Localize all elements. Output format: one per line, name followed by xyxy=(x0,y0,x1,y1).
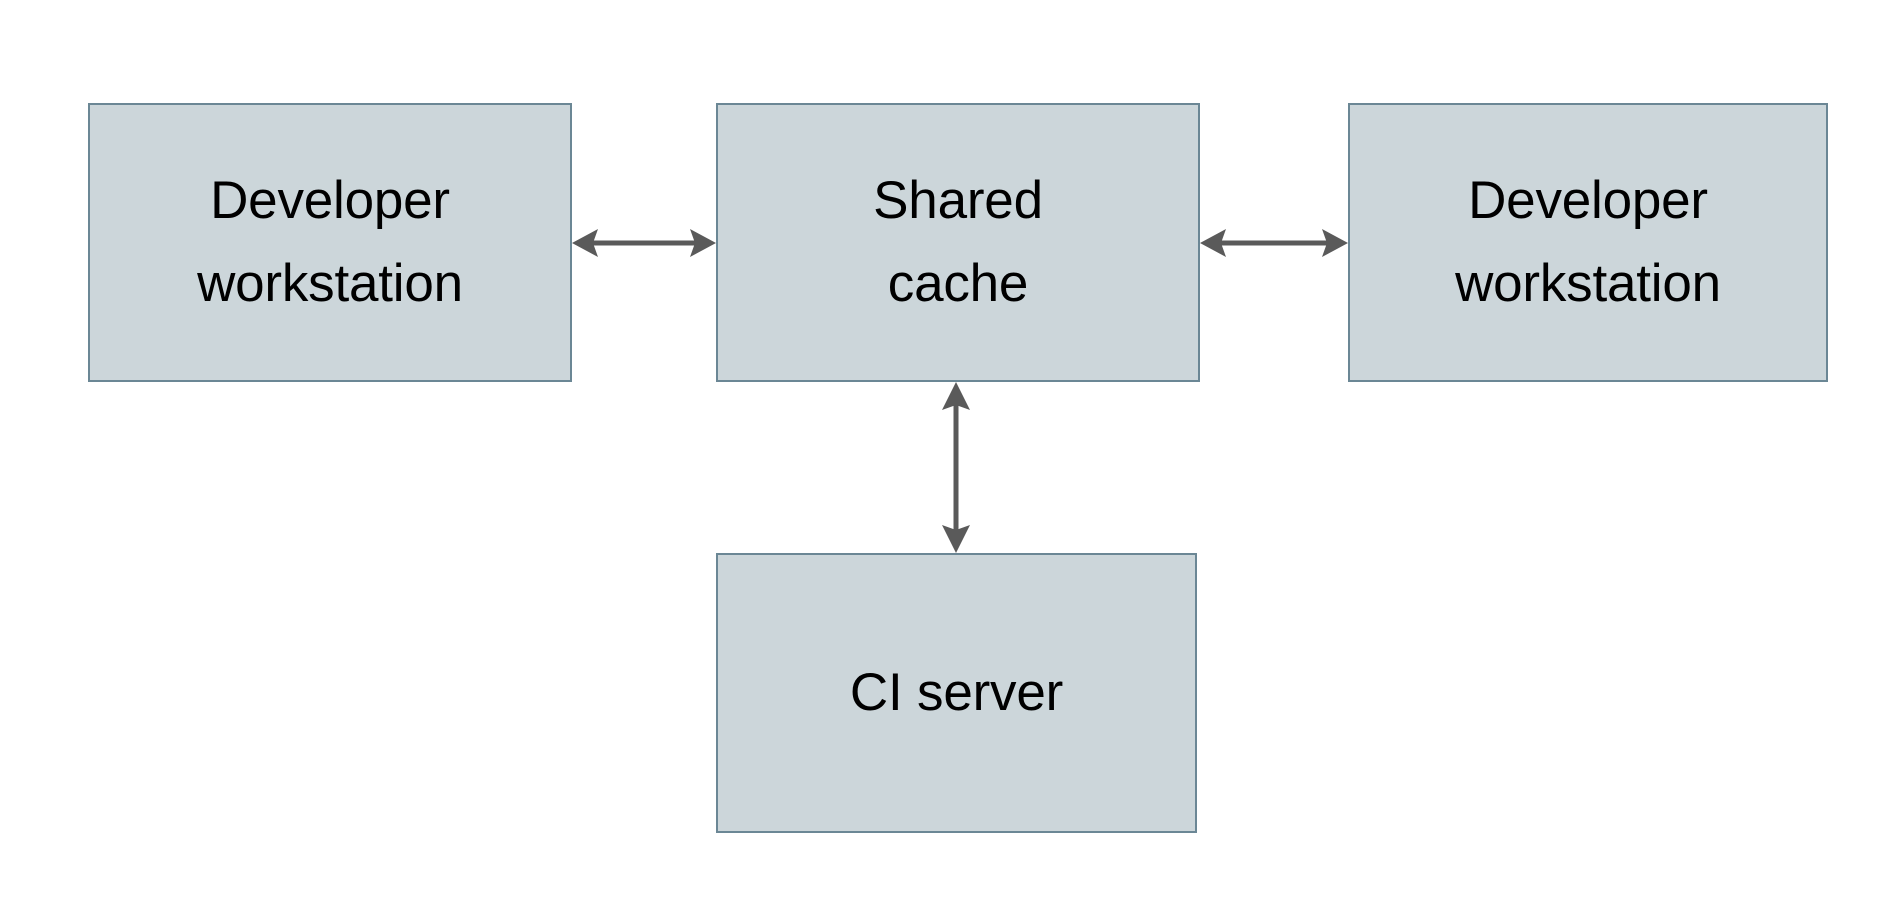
double-arrow-vertical-icon xyxy=(942,382,970,553)
node-developer-workstation-left[interactable]: Developer workstation xyxy=(88,103,572,382)
double-arrow-horizontal-icon xyxy=(572,229,716,257)
connector-cache-to-dev-right xyxy=(1200,229,1348,257)
double-arrow-horizontal-icon xyxy=(1200,229,1348,257)
node-shared-cache[interactable]: Shared cache xyxy=(716,103,1200,382)
connector-cache-to-ci xyxy=(942,382,970,553)
node-label: Developer workstation xyxy=(1455,171,1721,313)
node-label: Developer workstation xyxy=(197,171,463,313)
node-ci-server[interactable]: CI server xyxy=(716,553,1197,833)
connector-dev-left-to-cache xyxy=(572,229,716,257)
node-developer-workstation-right[interactable]: Developer workstation xyxy=(1348,103,1828,382)
node-label: Shared cache xyxy=(873,171,1043,313)
node-label: CI server xyxy=(849,662,1064,722)
